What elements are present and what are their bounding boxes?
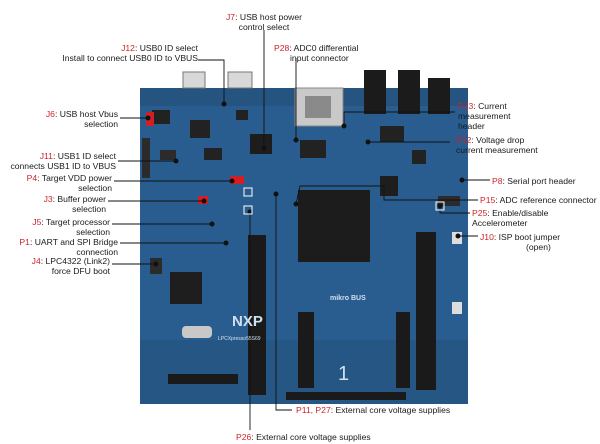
usb-connector-left — [182, 71, 206, 89]
header-right-long — [416, 232, 436, 390]
callout-p4: P4: Target VDD power selection — [26, 173, 112, 193]
callout-j11: J11: USB1 ID select connects USB1 ID to … — [10, 151, 116, 171]
callout-p8: P8: Serial port header — [492, 176, 576, 186]
callout-j7: J7: USB host power control select — [226, 12, 302, 32]
audio-jack-1 — [364, 70, 386, 114]
callout-p25: P25: Enable/disable Accelerometer — [472, 208, 549, 228]
mikrobus-header-left — [298, 312, 314, 388]
callout-j12: J12: USB0 ID select Install to connect U… — [62, 43, 198, 63]
header-left-long — [248, 235, 266, 395]
silkscreen-slot-number: 1 — [338, 363, 349, 385]
leader-lines — [108, 30, 490, 430]
callout-j5: J5: Target processor selection — [32, 217, 110, 237]
main-mcu — [298, 190, 370, 262]
callout-p12: P12: Voltage drop current measurement — [456, 135, 538, 155]
audio-jack-3 — [428, 78, 450, 114]
callout-p28: P28: ADC0 differential input connector — [274, 43, 359, 63]
silkscreen-mikrobus: mikro BUS — [330, 295, 366, 302]
silkscreen-logo: NXP — [232, 313, 263, 330]
audio-jack-2 — [398, 70, 420, 114]
callout-j3: J3: Buffer power selection — [43, 194, 106, 214]
callout-j10: J10: ISP boot jumper (open) — [480, 232, 561, 252]
usb-connector-right — [227, 71, 253, 89]
callout-p1: P1: UART and SPI Bridge connection — [19, 237, 118, 257]
callout-p26: P26: External core voltage supplies — [236, 432, 371, 442]
callout-p15: P15: ADC reference connector — [480, 195, 597, 205]
callout-p11-p27: P11, P27: External core voltage supplies — [296, 405, 451, 415]
mikrobus-header-right — [396, 312, 410, 388]
callout-j4: J4: LPC4322 (Link2) force DFU boot — [31, 256, 110, 276]
callout-p13: P13: Current measurement header — [458, 101, 511, 131]
silkscreen-board-name: LPCXpresso55S69 — [218, 336, 261, 342]
link2-chip — [170, 272, 202, 304]
callout-j6: J6: USB host Vbus selection — [45, 109, 118, 129]
